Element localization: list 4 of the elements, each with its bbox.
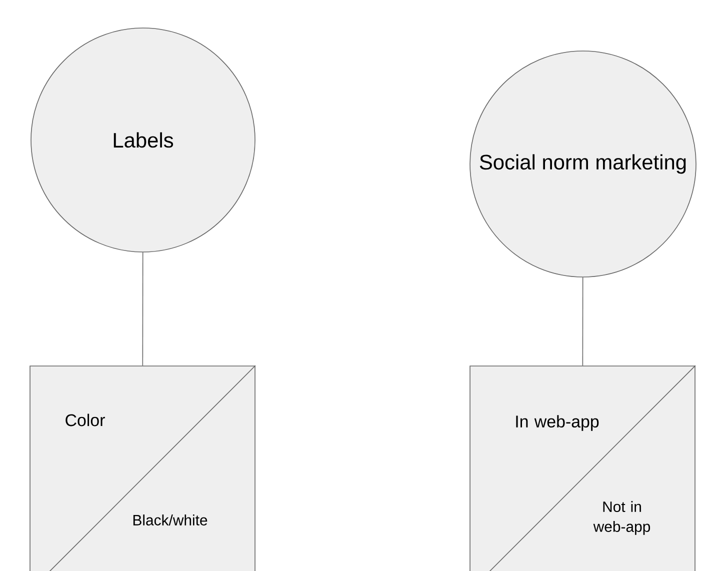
split-box: Color Black/white (29, 365, 256, 571)
split-box: In web-app Not in web-app (469, 365, 696, 571)
connector-line (142, 252, 144, 366)
connector-line (582, 277, 584, 366)
